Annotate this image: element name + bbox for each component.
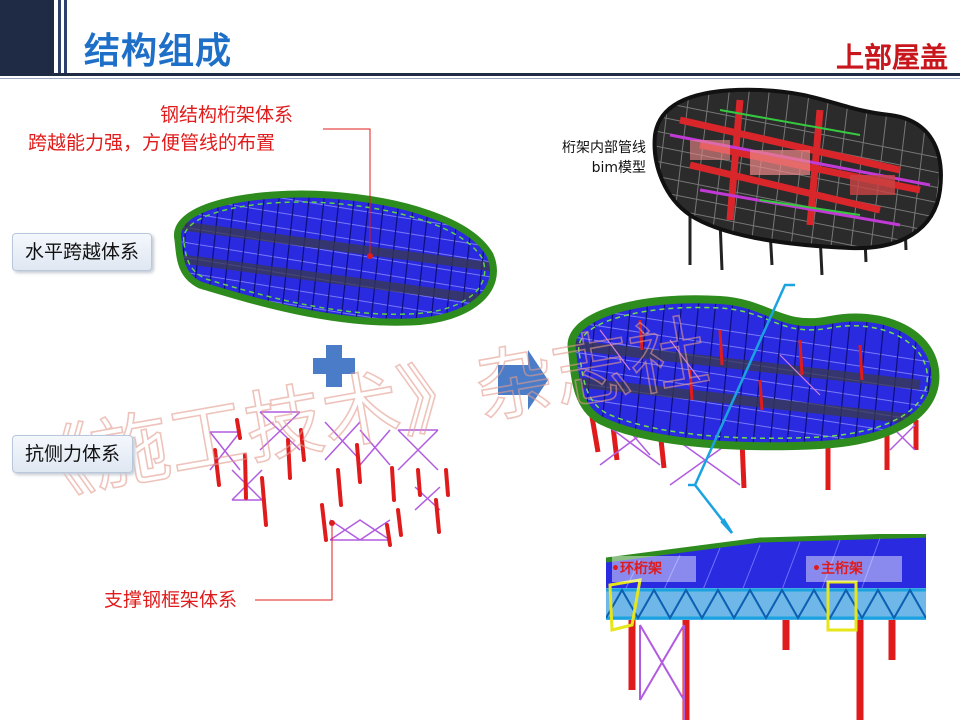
ring-truss-label: •环桁架 bbox=[611, 561, 662, 577]
header-rule-thin bbox=[0, 78, 960, 79]
bracing-leader-line bbox=[255, 523, 333, 601]
horizontal-truss-roof bbox=[174, 190, 497, 326]
truss-leader-line bbox=[323, 128, 371, 256]
bim-pipeline-model bbox=[652, 87, 943, 276]
lateral-frame-system bbox=[209, 411, 450, 547]
header-accent-line bbox=[58, 0, 61, 75]
combine-arrow-icon bbox=[498, 350, 548, 410]
main-truss-label: •主桁架 bbox=[812, 561, 863, 577]
truss-note-title: 钢结构桁架体系 bbox=[160, 104, 294, 126]
label-horizontal-system: 水平跨越体系 bbox=[12, 233, 153, 271]
label-lateral-system: 抗侧力体系 bbox=[12, 435, 134, 473]
watermark: 《施工技术》杂志社 bbox=[8, 307, 715, 518]
header-accent-line bbox=[64, 0, 67, 75]
section-title: 上部屋盖 bbox=[835, 41, 948, 74]
page-title: 结构组成 bbox=[84, 31, 233, 72]
header-accent-strip bbox=[0, 0, 70, 75]
bim-label-line1: 桁架内部管线 bbox=[562, 140, 646, 156]
combined-structure bbox=[567, 295, 940, 490]
header-rule bbox=[0, 73, 960, 76]
truss-note-desc: 跨越能力强，方便管线的布置 bbox=[28, 132, 276, 154]
truss-detail-view bbox=[606, 534, 926, 720]
bim-label: 桁架内部管线 bim模型 bbox=[540, 138, 646, 178]
plus-sign bbox=[313, 345, 355, 387]
bracing-note: 支撑钢框架体系 bbox=[104, 589, 238, 611]
detail-connector bbox=[688, 283, 795, 534]
bim-label-line2: bim模型 bbox=[591, 160, 646, 176]
header-dark-block bbox=[0, 0, 54, 75]
